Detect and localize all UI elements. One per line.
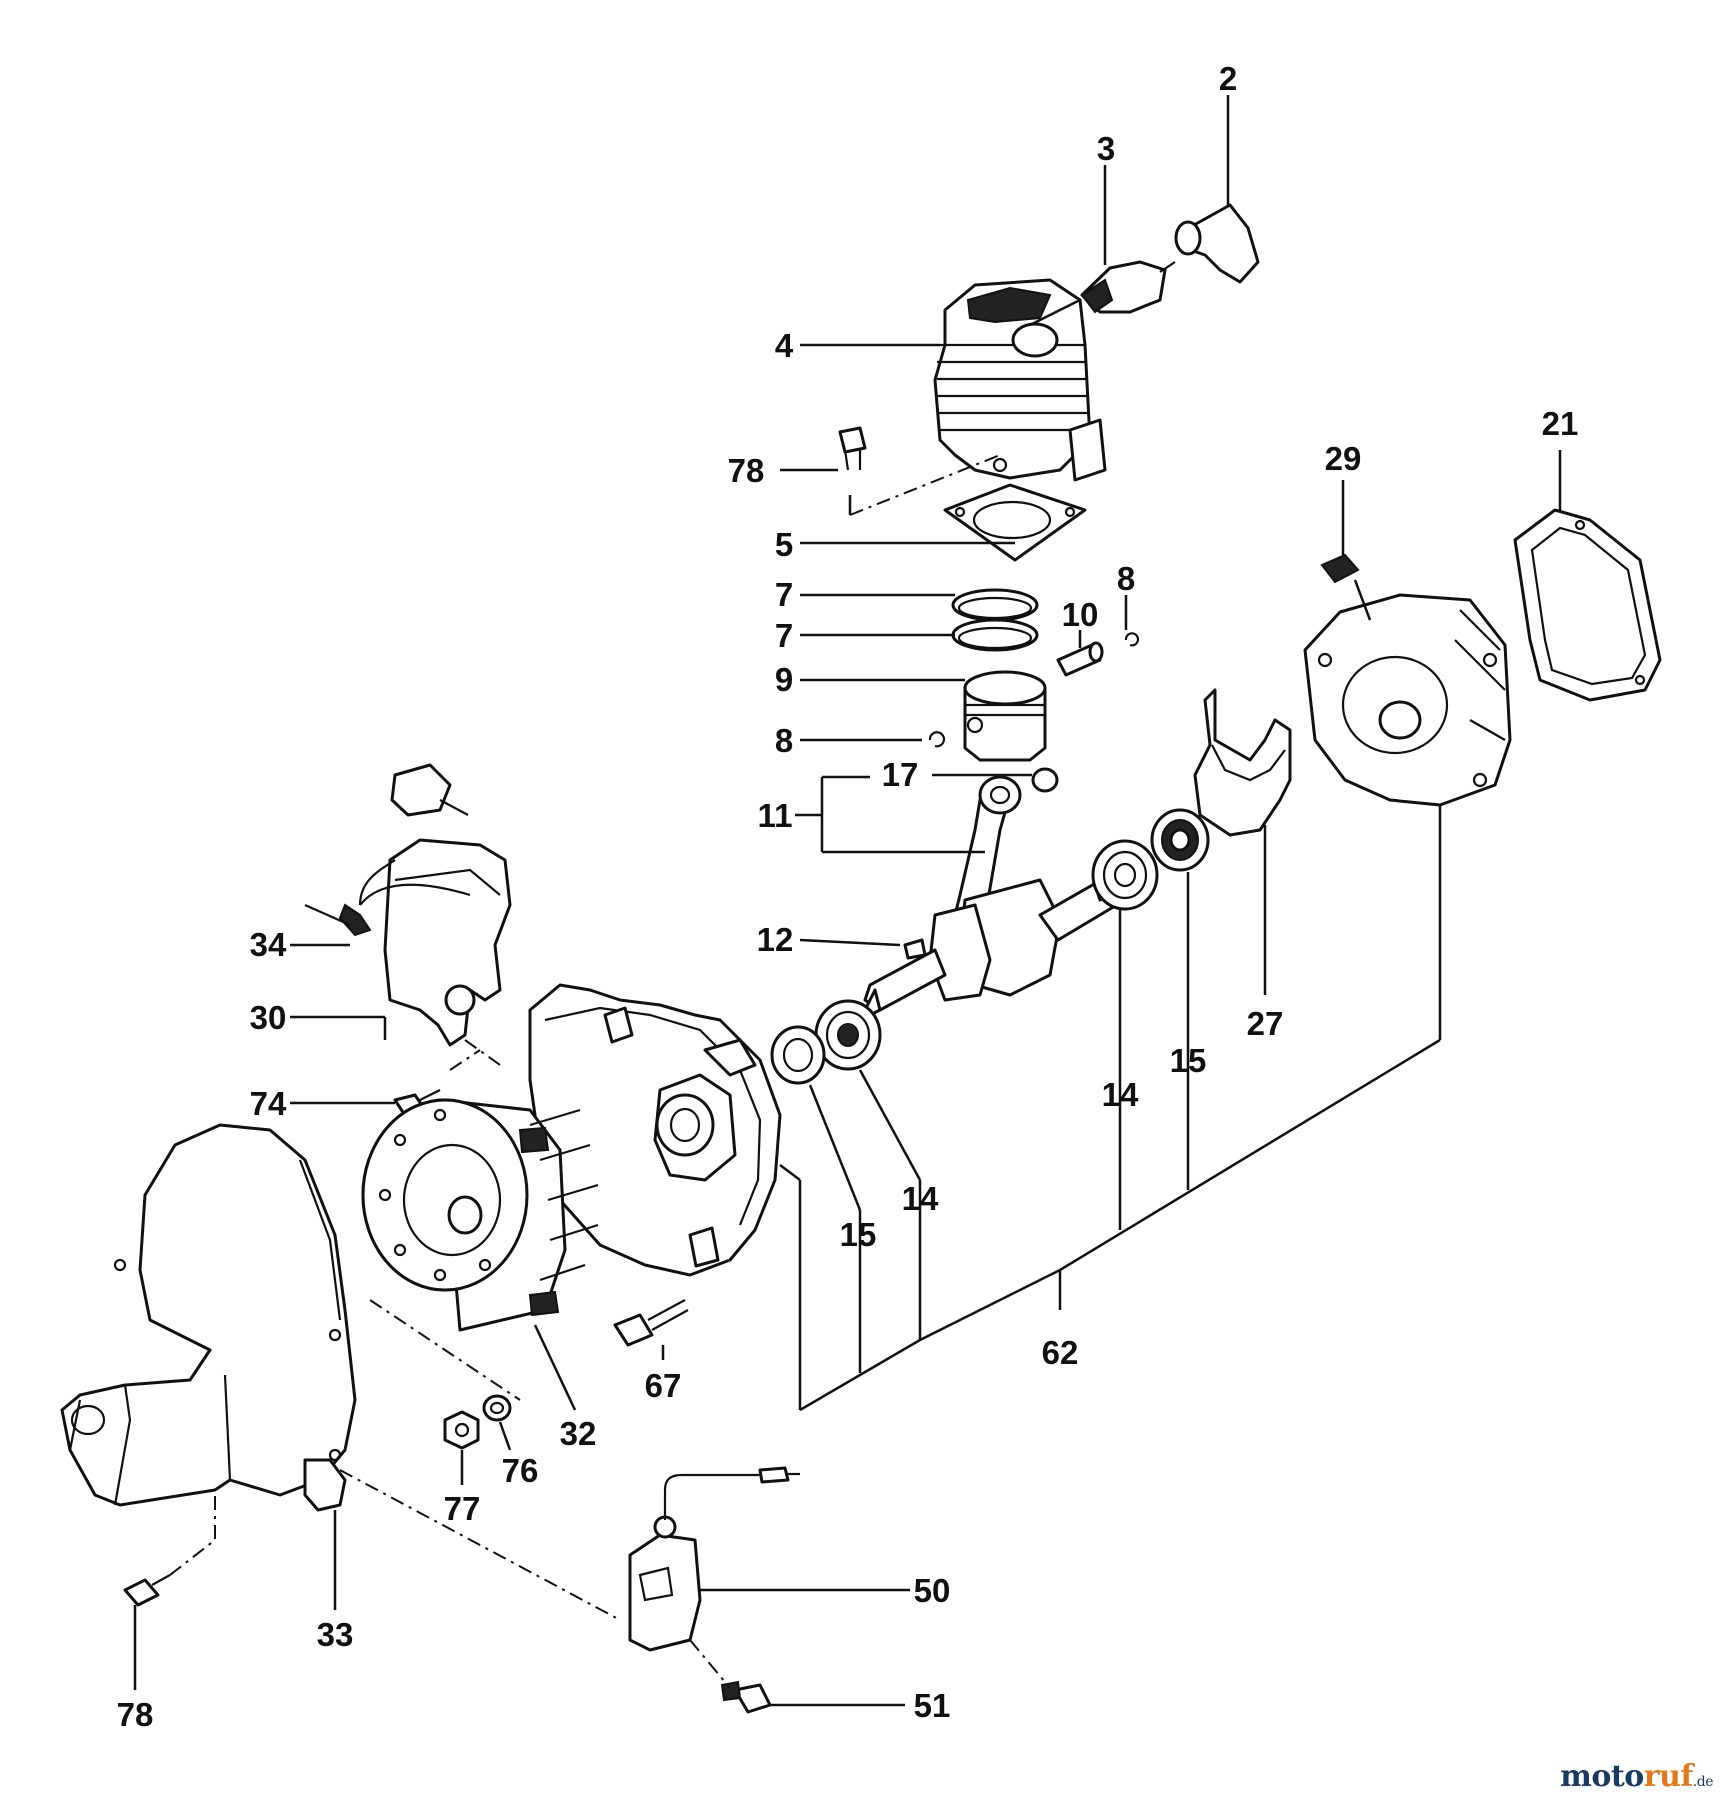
- callout-17: 17: [882, 756, 919, 793]
- callout-78-upper: 78: [728, 452, 765, 489]
- cylinder: [933, 278, 1107, 482]
- flywheel: [361, 1098, 599, 1332]
- flywheel-washer: [482, 1394, 512, 1422]
- callout-9: 9: [775, 661, 793, 698]
- crankcase-left-half: [528, 983, 782, 1277]
- piston-pin-clip-upper: [1124, 632, 1140, 647]
- woodruff-key: [903, 938, 927, 960]
- watermark-logo: motoruf.de: [1560, 1759, 1713, 1794]
- callout-8-upper: 8: [1117, 560, 1135, 597]
- callout-4: 4: [775, 327, 794, 364]
- callout-77: 77: [444, 1490, 481, 1527]
- callout-51: 51: [914, 1687, 951, 1724]
- piston-pin-clip-lower: [928, 731, 946, 748]
- screw-67: [613, 1299, 689, 1347]
- watermark-part-3: .de: [1692, 1774, 1714, 1790]
- spark-plug: [1080, 260, 1176, 314]
- callout-62: 62: [1042, 1334, 1079, 1371]
- callout-11: 11: [758, 797, 793, 834]
- bearing-left-large: [814, 999, 882, 1071]
- callout-12: 12: [757, 921, 794, 958]
- callout-21: 21: [1542, 405, 1579, 442]
- piston-rings: [951, 588, 1039, 652]
- piston: [963, 670, 1047, 762]
- callout-5: 5: [775, 526, 793, 563]
- callout-50: 50: [914, 1572, 951, 1609]
- flywheel-nut: [443, 1410, 480, 1450]
- cylinder-gasket: [943, 483, 1087, 562]
- piston-pin: [1056, 641, 1104, 677]
- ignition-coil: [304, 763, 512, 1047]
- callout-29: 29: [1325, 440, 1362, 477]
- crankshaft-assembly: [858, 767, 1152, 1022]
- callout-2: 2: [1219, 60, 1237, 97]
- watermark-part-2: ruf: [1643, 1759, 1694, 1794]
- callout-67: 67: [645, 1367, 682, 1404]
- callout-3: 3: [1097, 130, 1115, 167]
- crankcase-right-half: [1303, 593, 1512, 807]
- callout-15-left: 15: [840, 1216, 877, 1253]
- callout-15-right: 15: [1170, 1042, 1207, 1079]
- callout-74: 74: [250, 1085, 287, 1122]
- ignition-module: [628, 1466, 800, 1652]
- callout-30: 30: [250, 999, 287, 1036]
- callout-14-right: 14: [1102, 1076, 1139, 1113]
- callout-10: 10: [1062, 596, 1099, 633]
- spark-plug-cap: [1174, 203, 1260, 284]
- leader-lines: [133, 95, 1562, 1707]
- seal-left: [770, 1025, 826, 1085]
- fan-cover: [60, 1123, 357, 1512]
- callout-7-bottom: 7: [775, 617, 793, 654]
- bearing-right-large: [1091, 839, 1159, 911]
- crankcase-gasket: [1193, 688, 1292, 837]
- callout-33: 33: [317, 1616, 354, 1653]
- screw-78-lower: [123, 1574, 171, 1607]
- callout-labels: 2 3 4 78 5 7 7 8 10 9 8 21 29 17 11 12 3…: [117, 60, 1579, 1733]
- callout-78-lower: 78: [117, 1696, 154, 1733]
- callout-14-left: 14: [902, 1180, 939, 1217]
- watermark-part-1: moto: [1560, 1759, 1644, 1794]
- crankcase-cover-gasket: [1513, 508, 1662, 702]
- callout-32: 32: [560, 1415, 597, 1452]
- callout-27: 27: [1247, 1005, 1284, 1042]
- screw-78-upper: [838, 426, 867, 471]
- callout-7-top: 7: [775, 576, 793, 613]
- oil-plug: [1320, 553, 1360, 584]
- bearing-right-small: [1150, 808, 1210, 872]
- callout-76: 76: [502, 1452, 539, 1489]
- callout-34: 34: [250, 926, 287, 963]
- callout-8-lower: 8: [775, 722, 793, 759]
